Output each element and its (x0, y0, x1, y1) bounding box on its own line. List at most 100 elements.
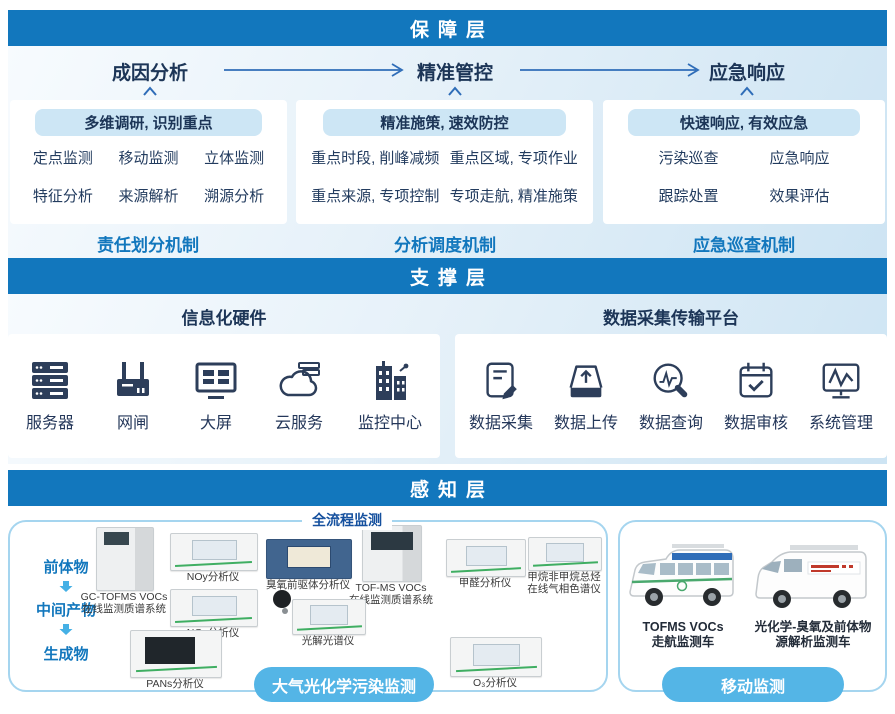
list-item: 应急响应 (769, 149, 830, 167)
hardware-item-label: 服务器 (26, 415, 75, 432)
instrument-label: 甲醛分析仪 (458, 577, 512, 589)
vehicle-label-line: 走航监测车 (651, 635, 715, 649)
platform-item-label: 数据审核 (723, 415, 788, 432)
vehicle-label: 光化学-臭氧及前体物 源解析监测车 (744, 620, 882, 650)
hardware-item-label: 监控中心 (357, 415, 422, 432)
list-item: 重点区域, 专项作业 (449, 149, 578, 167)
mechanism-label: 责任划分机制 (97, 236, 199, 255)
instrument-label-line: GC-TOFMS VOCs (80, 591, 168, 603)
caret-up-icon (740, 86, 754, 96)
list-item: 移动监测 (118, 149, 179, 167)
instrument-label: 臭氧前驱体分析仪 (266, 579, 350, 591)
flow-title-cause-analysis: 成因分析 (111, 63, 189, 84)
platform-item-label: 系统管理 (808, 415, 873, 432)
formaldehyde-analyzer-image (446, 539, 526, 577)
emergency-response-pill: 快速响应, 有效应急 (628, 109, 860, 136)
instrument-label: TOF-MS VOCs 在线监测质谱系统 (340, 582, 442, 606)
platform-item: 数据审核 (724, 359, 788, 433)
monitoring-center-icon (375, 361, 409, 400)
list-item: 溯源分析 (204, 187, 265, 205)
list-item: 跟踪处置 (658, 187, 719, 205)
data-query-icon (653, 363, 688, 398)
data-collect-icon (486, 362, 517, 400)
hardware-item-label: 云服务 (274, 415, 323, 432)
list-item: 重点时段, 削峰减频 (311, 149, 440, 167)
hardware-item: 云服务 (275, 359, 323, 433)
down-arrow-icon (59, 624, 73, 635)
caret-up-icon (448, 86, 462, 96)
server-icon (32, 362, 68, 399)
cloud-service-icon (279, 362, 320, 397)
precise-control-pill: 精准施策, 速效防控 (322, 109, 567, 136)
list-item: 来源解析 (118, 187, 179, 205)
emergency-response-box: 快速响应, 有效应急 污染巡查 应急响应 跟踪处置 效果评估 (603, 100, 885, 224)
gc-tofms-instrument-image (96, 527, 154, 591)
support-layer-header: 支撑层 (8, 258, 887, 294)
source-analysis-van-image (755, 545, 867, 608)
tofms-instrument-image (362, 525, 422, 582)
chain-step-precursor: 前体物 (43, 559, 89, 576)
instrument-label-line: 在线监测质谱系统 (349, 594, 433, 606)
instrument-label: NOy分析仪 (186, 571, 240, 583)
pans-analyzer-image (130, 630, 222, 678)
precise-control-box: 精准施策, 速效防控 重点时段, 削峰减频 重点区域, 专项作业 重点来源, 专… (296, 100, 593, 224)
list-item: 效果评估 (769, 187, 830, 205)
instrument-label: 光解光谱仪 (301, 635, 355, 647)
hardware-item: 监控中心 (358, 359, 422, 433)
precise-control-items: 重点时段, 削峰减频 重点区域, 专项作业 重点来源, 专项控制 专项走航, 精… (296, 136, 593, 224)
instrument-label: 甲烷非甲烷总烃 在线气相色谱仪 (518, 571, 610, 595)
instrument-label-line: TOF-MS VOCs (355, 582, 427, 594)
full-process-label: 全流程监测 (302, 510, 392, 530)
vehicle-label-line: 源解析监测车 (775, 635, 851, 649)
guarantee-layer-header: 保障层 (8, 10, 887, 46)
instrument-label: O₃分析仪 (473, 677, 517, 689)
chain-step-intermediate: 中间产物 (35, 602, 96, 619)
perception-layer-header: 感知层 (8, 470, 887, 506)
o3-analyzer-image (450, 637, 542, 677)
list-item: 定点监测 (32, 149, 93, 167)
right-arrow-icon (520, 63, 700, 77)
platform-item-label: 数据查询 (638, 415, 703, 432)
platform-item: 数据查询 (639, 359, 703, 433)
tofms-monitoring-van-image (629, 544, 734, 606)
list-item: 立体监测 (204, 149, 265, 167)
mobile-monitoring-badge: 移动监测 (662, 667, 844, 702)
caret-up-icon (143, 86, 157, 96)
instrument-label-line: 甲烷非甲烷总烃 (527, 571, 601, 583)
platform-item: 数据上传 (554, 359, 618, 433)
hardware-item: 大屏 (192, 359, 240, 433)
mechanism-label: 应急巡查机制 (693, 236, 795, 255)
flow-title-precise-control: 精准管控 (416, 63, 494, 84)
platform-item-label: 数据采集 (469, 415, 534, 432)
list-item: 专项走航, 精准施策 (449, 187, 578, 205)
photochemical-monitoring-badge: 大气光化学污染监测 (254, 667, 434, 702)
list-item: 重点来源, 专项控制 (311, 187, 440, 205)
data-audit-icon (739, 362, 773, 398)
data-upload-icon (569, 365, 603, 398)
network-gateway-icon (117, 362, 149, 396)
system-manage-icon (822, 363, 860, 399)
cause-analysis-pill: 多维调研, 识别重点 (34, 109, 263, 136)
hardware-item-label: 大屏 (199, 415, 232, 432)
down-arrow-icon (59, 581, 73, 592)
instrument-label: GC-TOFMS VOCs 在线监测质谱系统 (62, 591, 186, 615)
photolysis-spectrometer-image (273, 590, 366, 635)
platform-item-label: 数据上传 (553, 415, 618, 432)
vehicle-label-line: TOFMS VOCs (642, 620, 724, 634)
cause-analysis-box: 多维调研, 识别重点 定点监测 移动监测 立体监测 特征分析 来源解析 溯源分析 (10, 100, 287, 224)
platform-box: 数据采集 数据上传 数据查询 数据审核 (455, 334, 887, 458)
list-item: 污染巡查 (658, 149, 719, 167)
platform-title: 数据采集传输平台 (603, 309, 739, 328)
emergency-response-items: 污染巡查 应急响应 跟踪处置 效果评估 (603, 136, 885, 224)
hardware-item: 网闸 (109, 359, 157, 433)
instrument-label: PANs分析仪 (146, 678, 204, 690)
vehicle-label-line: 光化学-臭氧及前体物 (754, 620, 872, 634)
chain-step-product: 生成物 (43, 646, 89, 663)
noy-analyzer-image (170, 533, 258, 571)
instrument-label-line: 在线气相色谱仪 (527, 583, 601, 595)
vehicle-label: TOFMS VOCs 走航监测车 (622, 620, 744, 650)
platform-item: 数据采集 (469, 359, 533, 433)
hardware-item: 服务器 (26, 359, 74, 433)
ozone-precursor-analyzer-image (266, 539, 352, 579)
